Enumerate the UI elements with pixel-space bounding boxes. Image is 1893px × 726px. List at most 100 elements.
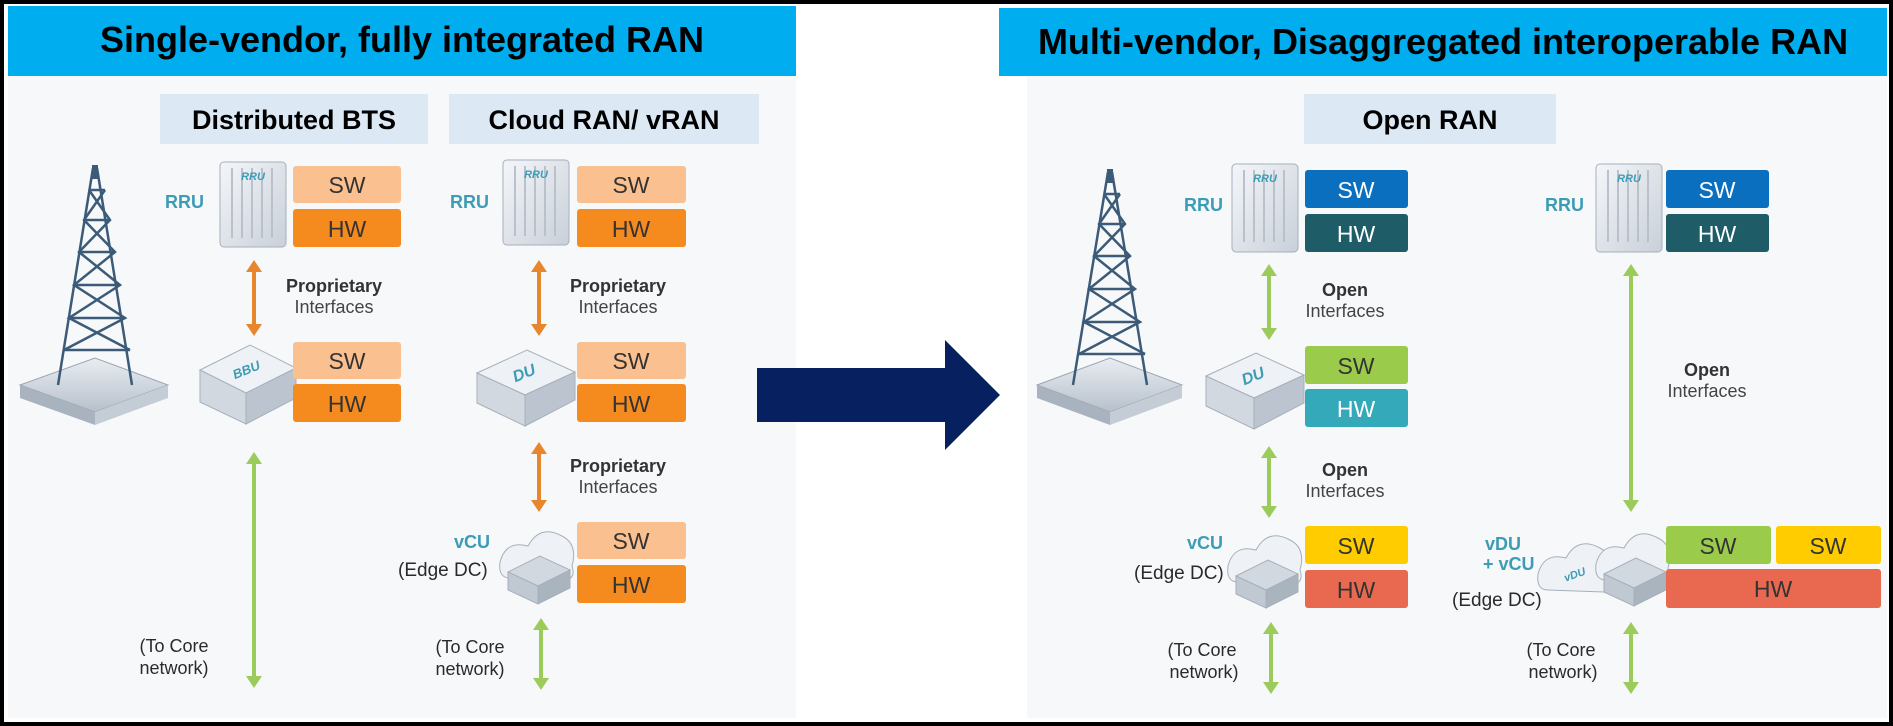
vcu-label-1: vCU xyxy=(454,532,490,552)
oran-du-hw-label: HW xyxy=(1337,396,1376,422)
to-core-label-2a: (To Core xyxy=(435,637,504,657)
cran-rru-sw-box xyxy=(577,166,686,203)
plus-vcu-label: + vCU xyxy=(1483,554,1535,574)
core-arrow-cran xyxy=(533,618,549,690)
to-core-label-2b: network) xyxy=(435,659,504,679)
proprietary-label-1: Proprietary xyxy=(286,276,382,296)
to-core-label-4a: (To Core xyxy=(1526,640,1595,660)
open-arrow-oran-2 xyxy=(1261,446,1277,518)
interfaces-label-5: Interfaces xyxy=(1305,481,1384,501)
cran-vcu-sw-box xyxy=(577,522,686,559)
subtitle-distributed-bts-bg xyxy=(160,94,428,144)
du-device-icon-2: DU xyxy=(1204,352,1306,430)
oran-b-vcu-sw-box xyxy=(1776,526,1881,564)
oran-b-rru-hw-box xyxy=(1666,214,1769,252)
rru-label-3: RRU xyxy=(1184,195,1223,215)
oran-b-rru-hw-label: HW xyxy=(1698,221,1737,247)
edge-dc-label-3: (Edge DC) xyxy=(1452,590,1542,611)
oran-b-rru-sw-box xyxy=(1666,170,1769,208)
rru-label-1: RRU xyxy=(165,192,204,212)
bts-rru-hw-box xyxy=(293,209,401,247)
right-header-title: Multi-vendor, Disaggregated interoperabl… xyxy=(1038,21,1848,62)
svg-text:RRU: RRU xyxy=(1617,173,1642,185)
bts-bbu-sw-label: SW xyxy=(328,348,365,374)
interfaces-label-2: Interfaces xyxy=(578,297,657,317)
interfaces-label-4: Interfaces xyxy=(1305,301,1384,321)
oran-vcu-sw-box xyxy=(1305,526,1408,564)
transition-arrow xyxy=(757,340,1000,450)
svg-text:RRU: RRU xyxy=(1253,173,1278,185)
vcu-cloud-server-icon-3 xyxy=(1595,533,1671,607)
subtitle-open-ran-bg xyxy=(1304,94,1556,144)
vcu-cloud-server-icon-1 xyxy=(499,531,575,605)
open-label-1: Open xyxy=(1322,280,1368,300)
oran-rru-hw-box xyxy=(1305,214,1408,252)
proprietary-arrow-cran-1 xyxy=(531,260,547,336)
subtitle-distributed-bts: Distributed BTS xyxy=(192,105,396,135)
edge-dc-label-2: (Edge DC) xyxy=(1134,563,1224,584)
bts-rru-hw-label: HW xyxy=(328,216,367,242)
oran-rru-hw-label: HW xyxy=(1337,221,1376,247)
rru-device-icon-3: RRU xyxy=(1231,163,1299,253)
cran-vcu-hw-label: HW xyxy=(612,572,651,598)
interfaces-label-6: Interfaces xyxy=(1667,381,1746,401)
cran-rru-sw-label: SW xyxy=(612,172,649,198)
oran-du-sw-box xyxy=(1305,346,1408,384)
oran-b-vcu-sw-label: SW xyxy=(1809,533,1846,559)
proprietary-arrow-cran-2 xyxy=(531,442,547,512)
subtitle-open-ran: Open RAN xyxy=(1363,105,1498,135)
vcu-cloud-server-icon-2 xyxy=(1227,535,1303,609)
open-label-3: Open xyxy=(1684,360,1730,380)
bts-bbu-hw-label: HW xyxy=(328,391,367,417)
proprietary-arrow-bts xyxy=(246,260,262,336)
open-arrow-oran-1 xyxy=(1261,264,1277,340)
vcu-label-2: vCU xyxy=(1187,533,1223,553)
left-header-bar xyxy=(8,6,796,76)
oran-rru-sw-box xyxy=(1305,170,1408,208)
cran-rru-hw-label: HW xyxy=(612,216,651,242)
to-core-label-1b: network) xyxy=(139,658,208,678)
rru-label-2: RRU xyxy=(450,192,489,212)
vdu-label: vDU xyxy=(1485,534,1521,554)
oran-vcu-hw-box xyxy=(1305,570,1408,608)
cran-du-hw-box xyxy=(577,384,686,422)
oran-rru-sw-label: SW xyxy=(1337,177,1374,203)
oran-vcu-sw-label: SW xyxy=(1337,533,1374,559)
open-arrow-oran-b xyxy=(1623,264,1639,512)
oran-b-shared-hw-box xyxy=(1666,569,1881,608)
proprietary-label-2: Proprietary xyxy=(570,276,666,296)
subtitle-cloud-ran: Cloud RAN/ vRAN xyxy=(489,105,720,135)
rru-label-4: RRU xyxy=(1545,195,1584,215)
rru-device-icon-1: RRU xyxy=(219,161,287,248)
to-core-label-3a: (To Core xyxy=(1167,640,1236,660)
bbu-device-icon: BBU xyxy=(198,344,298,425)
to-core-label-3b: network) xyxy=(1169,662,1238,682)
oran-b-rru-sw-label: SW xyxy=(1698,177,1735,203)
edge-dc-label-1: (Edge DC) xyxy=(398,560,488,581)
rru-device-icon-2: RRU xyxy=(502,159,570,246)
proprietary-label-3: Proprietary xyxy=(570,456,666,476)
to-core-label-4b: network) xyxy=(1528,662,1597,682)
cran-du-sw-label: SW xyxy=(612,348,649,374)
oran-b-vdu-sw-box xyxy=(1666,526,1771,564)
cran-du-hw-label: HW xyxy=(612,391,651,417)
cran-rru-hw-box xyxy=(577,209,686,247)
interfaces-label-3: Interfaces xyxy=(578,477,657,497)
cell-tower-icon-left xyxy=(18,165,170,425)
bts-bbu-hw-box xyxy=(293,384,401,422)
right-header-bar xyxy=(999,8,1887,76)
oran-b-vdu-sw-label: SW xyxy=(1699,533,1736,559)
bts-rru-sw-label: SW xyxy=(328,172,365,198)
svg-text:RRU: RRU xyxy=(524,169,549,181)
core-arrow-bts xyxy=(246,452,262,688)
oran-vcu-hw-label: HW xyxy=(1337,577,1376,603)
svg-text:RRU: RRU xyxy=(241,171,266,183)
oran-du-hw-box xyxy=(1305,389,1408,427)
interfaces-label-1: Interfaces xyxy=(294,297,373,317)
to-core-label-1a: (To Core xyxy=(139,636,208,656)
rru-device-icon-4: RRU xyxy=(1595,163,1663,253)
cell-tower-icon-right xyxy=(1035,169,1184,425)
oran-du-sw-label: SW xyxy=(1337,353,1374,379)
cran-vcu-sw-label: SW xyxy=(612,528,649,554)
